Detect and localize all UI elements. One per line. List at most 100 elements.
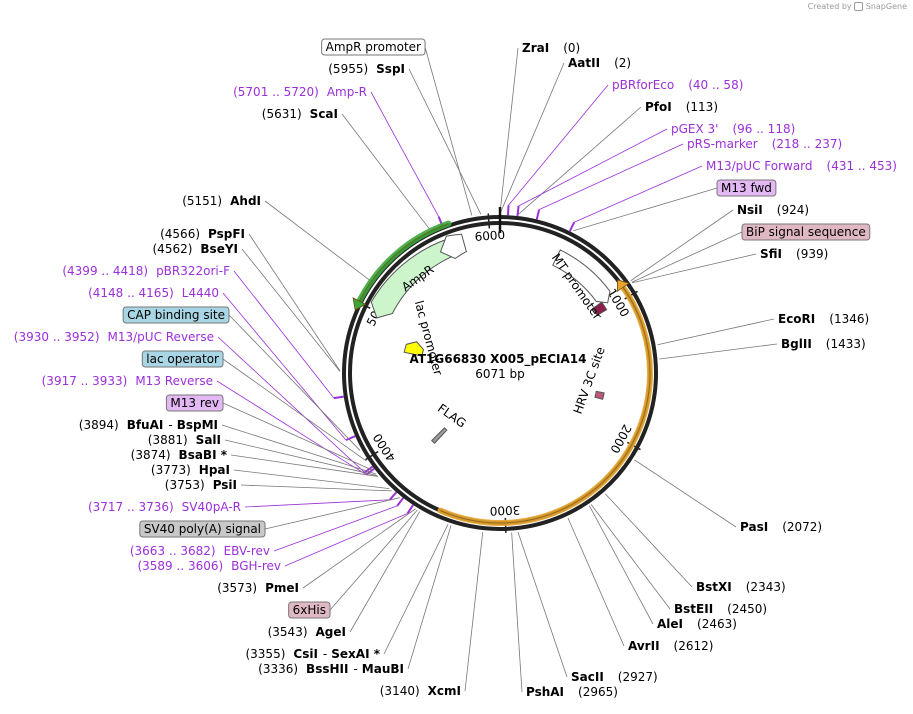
site-position: (2450) xyxy=(727,602,767,616)
site-position: (1346) xyxy=(829,312,869,326)
enzyme-name: SfiI xyxy=(760,247,782,261)
primer-name: M13/pUC Reverse xyxy=(108,330,215,344)
site-label-bsshii: (3336)BssHII-MauBI xyxy=(258,662,404,676)
site-position: (2343) xyxy=(746,580,786,594)
enzyme-name: BglII xyxy=(781,337,812,351)
primer-range: (3717 .. 3736) xyxy=(88,500,174,514)
site-position: (5631) xyxy=(262,107,302,121)
site-label-ebv-rev: (3663 .. 3682) EBV-rev xyxy=(130,544,270,558)
primer-name: SV40pA-R xyxy=(182,500,241,514)
feature-box xyxy=(741,223,871,241)
tick-label: 6000 xyxy=(474,228,505,244)
leader-line xyxy=(464,532,484,692)
primer-range: (431 .. 453) xyxy=(827,159,897,173)
primer-range: (3917 .. 3933) xyxy=(42,374,128,388)
leader-line xyxy=(538,143,684,210)
leader-line xyxy=(349,511,421,633)
primer-name: M13/pUC Forward xyxy=(706,159,813,173)
primer-range: (5701 .. 5720) xyxy=(233,85,319,99)
site-label-bsteii: BstEII(2450) xyxy=(674,602,767,616)
site-position: (2463) xyxy=(697,617,737,631)
feature-segment xyxy=(592,301,608,316)
feature-box xyxy=(165,394,224,412)
leader-line xyxy=(604,493,693,588)
leader-line xyxy=(511,532,523,693)
leader-line xyxy=(573,187,718,232)
feature-box-label: M13 fwd xyxy=(721,181,772,195)
dash: - xyxy=(168,418,172,432)
site-label-pspfi: (4566)PspFI xyxy=(160,227,245,241)
primer-range: (3663 .. 3682) xyxy=(130,544,216,558)
leader-line xyxy=(370,91,440,217)
feature-ampr-promoter xyxy=(439,233,467,260)
leader-line xyxy=(233,270,335,399)
feature-hrv-3c-site xyxy=(594,390,605,400)
feature-box xyxy=(716,179,777,197)
leader-line xyxy=(222,292,347,441)
enzyme-name: PshAI xyxy=(526,685,564,699)
site-position: (3753) xyxy=(165,478,205,492)
leader-line xyxy=(499,62,565,214)
primer-name: BGH-rev xyxy=(231,559,281,573)
site-position: (1433) xyxy=(826,337,866,351)
site-position: (3573) xyxy=(217,581,257,595)
enzyme-name: AleI xyxy=(657,617,683,631)
site-label-6xhis: 6xHis xyxy=(293,603,326,617)
enzyme-name: HpaI xyxy=(199,463,230,477)
primer-tick xyxy=(406,504,414,514)
primer-tick xyxy=(507,205,510,216)
leader-line xyxy=(424,46,473,216)
primer-range: (218 .. 237) xyxy=(772,137,842,151)
leader-line xyxy=(408,68,482,215)
site-position: (0) xyxy=(563,41,580,55)
primer-tick xyxy=(364,465,374,474)
primer-range: (40 .. 58) xyxy=(688,78,743,92)
site-label-m13-puc-forward: M13/pUC Forward (431 .. 453) xyxy=(706,159,897,173)
leader-lines xyxy=(216,46,778,693)
feature-box-label: CAP binding site xyxy=(127,308,225,322)
site-label-bsabi: (3874)BsaBI * xyxy=(131,448,228,462)
primer-name: EBV-rev xyxy=(224,544,270,558)
site-label-pasi: PasI(2072) xyxy=(740,520,822,534)
primer-tick xyxy=(516,205,520,217)
primer-range: (3589 .. 3606) xyxy=(137,559,223,573)
site-label-ahdi: (5151)AhdI xyxy=(182,194,261,208)
leader-line xyxy=(222,402,374,471)
site-label-pgex-3: pGEX 3'(96 .. 118) xyxy=(671,122,795,136)
leader-line xyxy=(657,318,775,346)
enzyme-name: SspI xyxy=(376,62,405,76)
feature-label-flag: FLAG xyxy=(435,401,469,430)
primer-tick xyxy=(345,435,356,442)
site-position: (2927) xyxy=(618,670,658,684)
site-label-sspi: (5955) SspI xyxy=(328,62,405,76)
site-position: (924) xyxy=(777,203,809,217)
feature-box xyxy=(288,601,331,619)
site-label-xcmi: (3140)XcmI xyxy=(380,684,461,698)
enzyme-name: EcoRI xyxy=(778,312,815,326)
site-position: (3336) xyxy=(258,662,298,676)
enzyme-name: CsiI xyxy=(293,647,318,661)
orf-arrowhead xyxy=(352,297,367,311)
tick-label: 3000 xyxy=(490,503,521,518)
leader-line xyxy=(518,128,668,207)
site-label-bstxi: BstXI(2343) xyxy=(696,580,786,594)
plasmid-title: AT1G66830 X005_pECIA14 6071 bp xyxy=(409,352,586,381)
site-label-m13-rev: M13 rev xyxy=(170,396,219,410)
site-label-amp-r: (5701 .. 5720)Amp-R xyxy=(233,85,367,99)
feature-box xyxy=(122,306,230,324)
orf-arrowhead xyxy=(616,279,630,293)
leader-line xyxy=(574,165,703,223)
primer-range: (4399 .. 4418) xyxy=(62,264,148,278)
site-label-nsii: NsiI(924) xyxy=(737,203,809,217)
enzyme-name: PfoI xyxy=(645,100,672,114)
site-label-m13-fwd: M13 fwd xyxy=(721,181,772,195)
primer-name: pRS-marker xyxy=(687,137,758,151)
feature-box-label: M13 rev xyxy=(170,396,219,410)
site-position: (2965) xyxy=(578,685,618,699)
site-position: (5955) xyxy=(328,62,368,76)
site-label-sali: (3881)SalI xyxy=(148,433,221,447)
leader-line xyxy=(517,531,568,678)
enzyme-name: PsiI xyxy=(213,478,237,492)
site-label-zrai: ZraI(0) xyxy=(522,41,580,55)
